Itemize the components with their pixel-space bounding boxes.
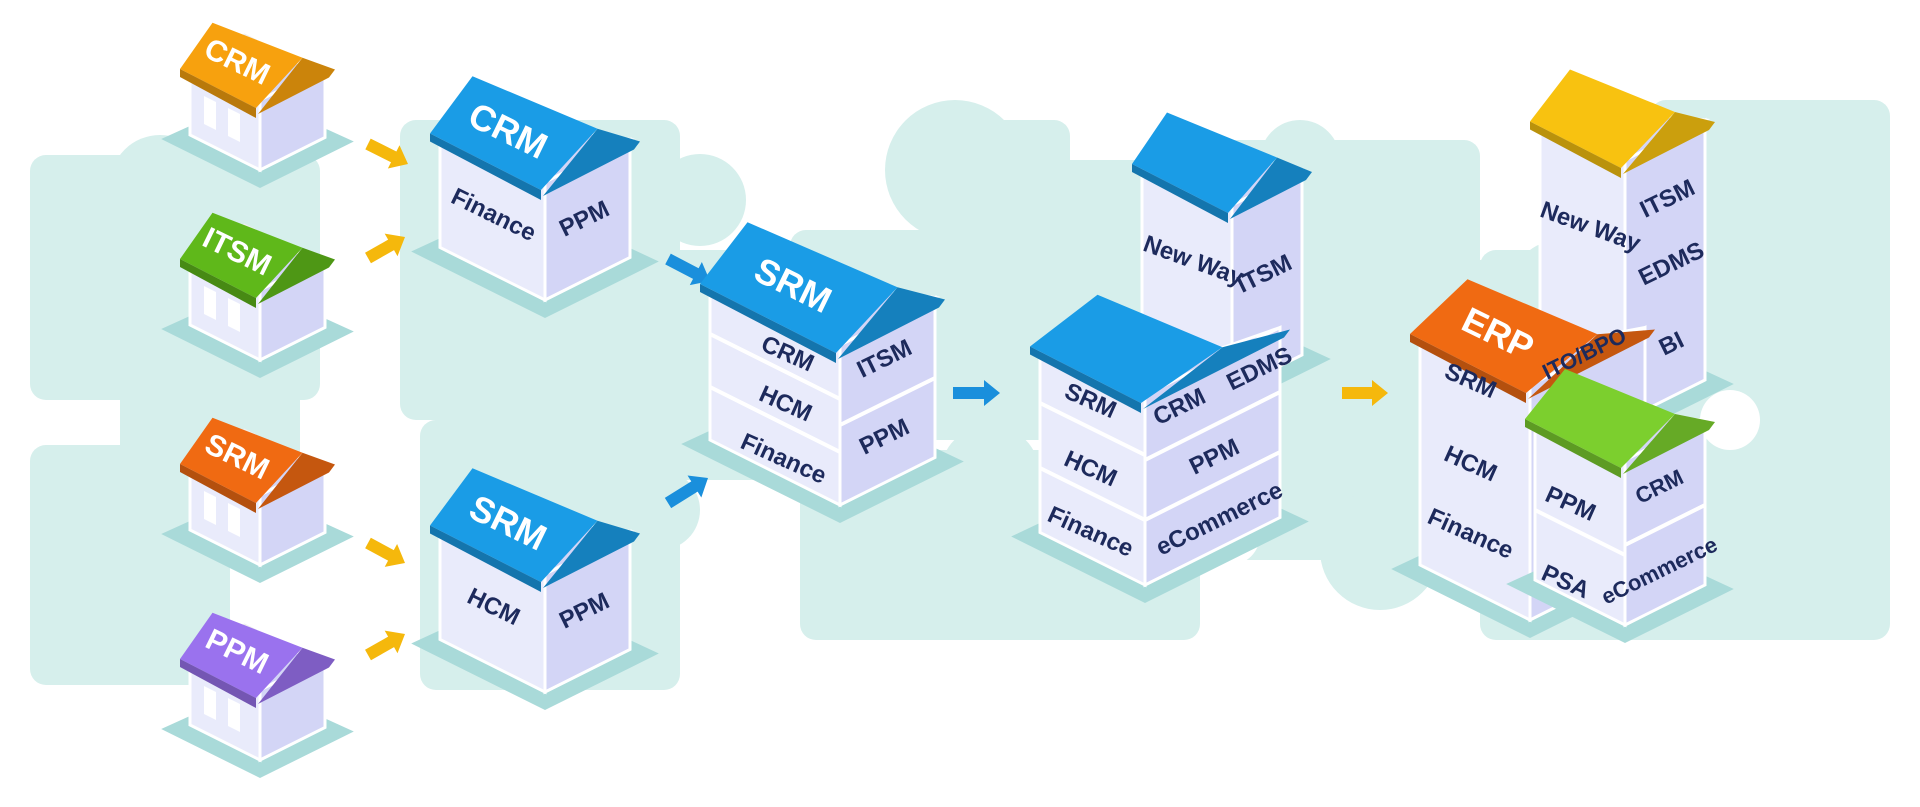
window (228, 698, 240, 732)
small-house-srm: SRM (161, 417, 354, 583)
arrow-shape (664, 475, 708, 509)
roof (1530, 69, 1675, 168)
roof (430, 76, 598, 190)
roof (1525, 369, 1675, 468)
roof-edge (1623, 414, 1715, 474)
roof (700, 222, 898, 353)
roof-edge (700, 284, 836, 363)
roof-edge (1410, 334, 1526, 403)
arrow-icon (365, 537, 405, 567)
stage-5-erp-platform: New WayITSMEDMSBIERPSRMHCMFinanceITO/BPO… (1391, 69, 1734, 643)
main-building (1011, 294, 1309, 603)
puzzle-notch (1700, 390, 1760, 450)
roof-edge (180, 659, 256, 708)
roof-edge (1143, 329, 1290, 409)
roof-edge (543, 520, 640, 588)
arrow-shape (365, 138, 408, 169)
roof-edge (1230, 157, 1312, 219)
puzzle-knob (470, 310, 570, 410)
roof-edge (1030, 346, 1141, 413)
roof-edge (258, 452, 335, 509)
block-divider (1144, 390, 1281, 462)
window (204, 686, 216, 720)
puzzle-knob (654, 154, 746, 246)
roof (180, 417, 303, 503)
roof-edge (838, 287, 945, 359)
roof (180, 212, 303, 298)
puzzle-knob (885, 100, 1025, 240)
stage-4-extended-system: New WayITSMSRMHCMFinanceCRMEDMSPPMeComme… (1011, 112, 1331, 603)
block-divider (1624, 503, 1706, 547)
block-divider (709, 332, 841, 401)
block-divider (839, 376, 936, 427)
arrow-icon (365, 233, 405, 264)
roof-edge (1132, 164, 1228, 223)
arrow-icon (953, 380, 1000, 406)
arrow-icon (1342, 380, 1388, 406)
block-divider (1039, 466, 1146, 522)
window (228, 298, 240, 332)
roof (430, 468, 598, 582)
roof-edge (258, 247, 335, 304)
puzzle-knob (110, 135, 210, 235)
puzzle-knob (1320, 490, 1440, 610)
arrow-icon (365, 630, 405, 661)
arrow-icon (365, 138, 408, 169)
window (228, 503, 240, 537)
arrow-shape (1342, 380, 1388, 406)
window (204, 491, 216, 525)
puzzle-knob (1740, 430, 1820, 510)
roof (1030, 294, 1223, 403)
arrow-shape (365, 537, 405, 567)
roof-edge (180, 69, 256, 118)
arrow-icon (665, 253, 710, 286)
stage-1-separate-systems: CRM ITSM SRM PPM (161, 22, 354, 778)
annex-building (1506, 369, 1734, 643)
puzzle-knob (940, 425, 1040, 525)
roof-edge (180, 464, 256, 513)
block-divider (709, 385, 841, 454)
roof-edge (1530, 121, 1621, 178)
roof-edge (258, 57, 335, 114)
roof-edge (430, 525, 541, 592)
roof-edge (258, 647, 335, 704)
block-divider (1039, 401, 1146, 457)
house (411, 468, 659, 710)
roof (180, 612, 303, 698)
house (161, 612, 354, 778)
roof-edge (543, 128, 640, 196)
roof (180, 22, 303, 108)
arrow-icon (664, 475, 708, 509)
arrow-shape (665, 253, 710, 286)
puzzle-knob (105, 520, 185, 600)
window (204, 96, 216, 130)
small-house-crm: CRM (161, 22, 354, 188)
block-divider (1144, 450, 1281, 522)
roof (1132, 112, 1277, 213)
small-house-itsm: ITSM (161, 212, 354, 378)
small-house-ppm: PPM (161, 612, 354, 778)
roof (1410, 279, 1598, 393)
house (411, 76, 659, 318)
roof-edge (180, 259, 256, 308)
roof-edge (1525, 419, 1621, 478)
roof-edge (1623, 112, 1715, 174)
window (204, 286, 216, 320)
arrows (365, 138, 1388, 661)
arrow-shape (365, 233, 405, 264)
block-divider (1534, 508, 1626, 557)
roof-edge (430, 133, 541, 200)
arrow-shape (953, 380, 1000, 406)
window (228, 108, 240, 142)
arrow-shape (365, 630, 405, 661)
